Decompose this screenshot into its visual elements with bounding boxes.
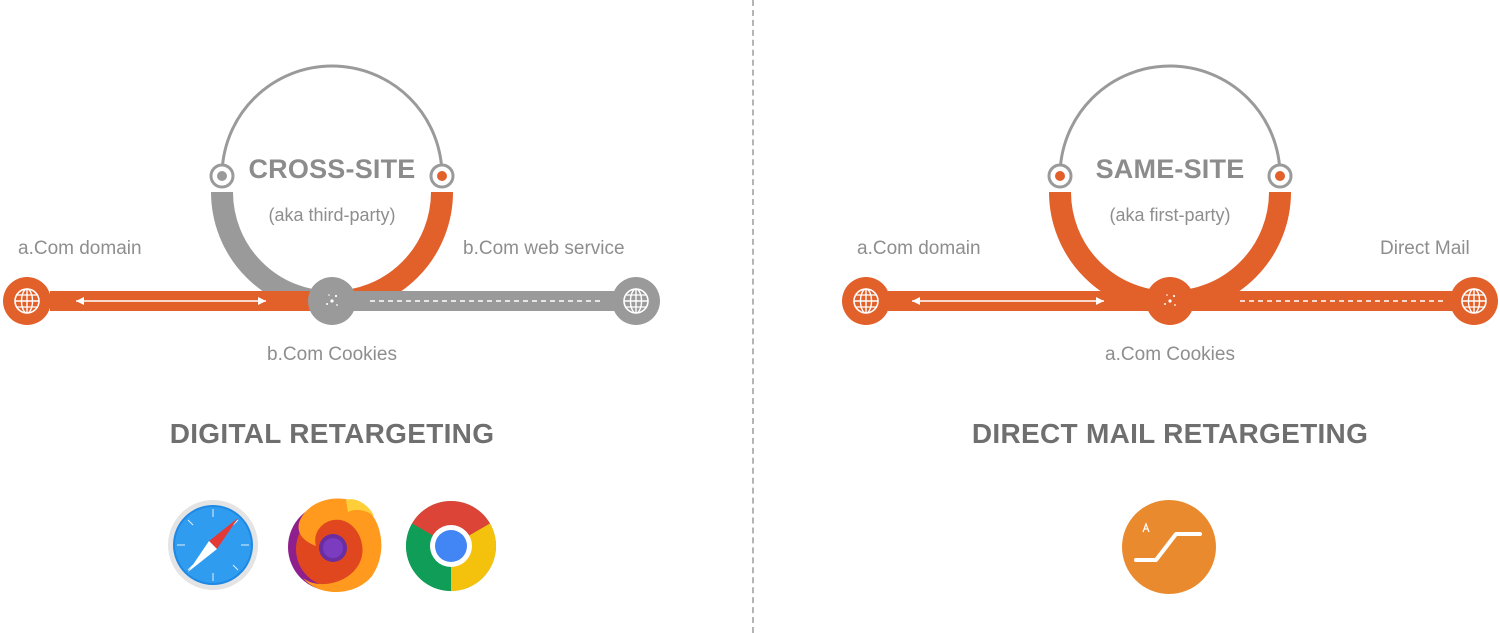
ring-title: SAME-SITE: [1095, 154, 1245, 184]
globe-icon: [612, 277, 660, 325]
ring-top-arc: [1058, 64, 1282, 177]
panel-heading: DIRECT MAIL RETARGETING: [971, 418, 1369, 449]
globe-icon: [1450, 277, 1498, 325]
ring-top-arc: [220, 64, 444, 177]
right-service-label: b.Com web service: [463, 238, 625, 259]
ring-node-left: [1047, 163, 1073, 189]
firefox-icon: [288, 498, 382, 593]
cookies-label: b.Com Cookies: [267, 344, 397, 365]
right-service-bar: [352, 291, 616, 311]
ring-node-left: [209, 163, 235, 189]
ring-title: CROSS-SITE: [248, 154, 416, 184]
safari-icon: [168, 500, 258, 590]
left-domain-label: a.Com domain: [857, 238, 981, 259]
cookie-icon: [1146, 277, 1194, 325]
chrome-icon: [406, 501, 496, 591]
cross-site-diagram: [3, 64, 660, 325]
panel-divider: [752, 0, 754, 633]
bidirectional-arrow: [76, 297, 266, 305]
ring-node-right: [1267, 163, 1293, 189]
ring-node-right: [429, 163, 455, 189]
left-domain-label: a.Com domain: [18, 238, 142, 259]
ring-subtitle: (aka first-party): [1109, 205, 1231, 225]
cookie-icon: [308, 277, 356, 325]
bidirectional-arrow: [912, 297, 1104, 305]
panel-heading: DIGITAL RETARGETING: [169, 418, 495, 449]
same-site-diagram: [842, 64, 1498, 325]
cookies-label: a.Com Cookies: [1105, 344, 1235, 365]
globe-icon: [842, 277, 890, 325]
globe-icon: [3, 277, 51, 325]
ring-subtitle: (aka third-party): [268, 205, 396, 225]
right-mail-label: Direct Mail: [1380, 238, 1470, 259]
direct-mail-app-icon: [1122, 500, 1216, 594]
